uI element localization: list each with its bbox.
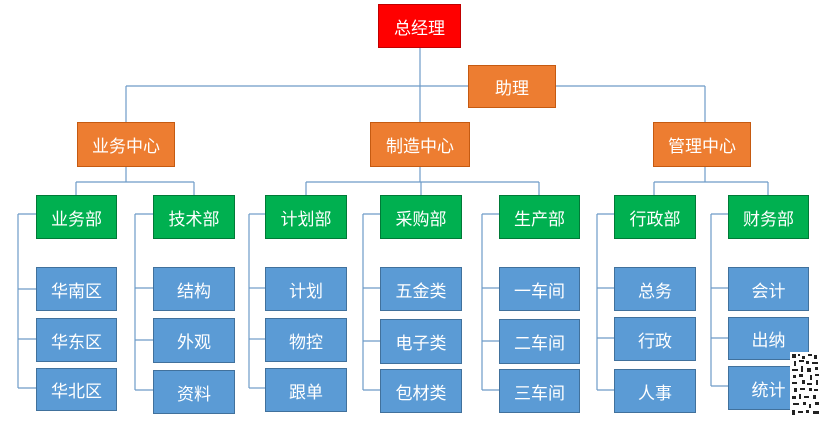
- item-box: 跟单: [265, 368, 347, 412]
- item-box: 总务: [614, 267, 696, 311]
- item-box: 华东区: [36, 318, 117, 362]
- item-box: 物控: [265, 318, 347, 362]
- dept-admin-box: 行政部: [614, 195, 696, 239]
- item-box: 一车间: [499, 267, 580, 311]
- management-center-box: 管理中心: [653, 122, 751, 167]
- general-manager-box: 总经理: [378, 4, 461, 48]
- dept-tech-box: 技术部: [153, 195, 235, 239]
- dept-purchasing-box: 采购部: [380, 195, 462, 239]
- dept-planning-box: 计划部: [265, 195, 347, 239]
- item-box: 人事: [614, 369, 696, 413]
- dept-sales-box: 业务部: [36, 195, 117, 239]
- item-box: 华北区: [36, 368, 117, 411]
- item-box: 计划: [265, 267, 347, 311]
- dept-production-box: 生产部: [499, 195, 580, 239]
- dept-finance-box: 财务部: [728, 195, 809, 239]
- manufacturing-center-box: 制造中心: [370, 122, 470, 167]
- item-box: 行政: [614, 317, 696, 361]
- item-box: 外观: [153, 318, 235, 363]
- item-box: 会计: [728, 267, 809, 311]
- item-box: 结构: [153, 267, 235, 311]
- assistant-box: 助理: [468, 65, 556, 108]
- qr-code-icon: [790, 352, 822, 418]
- business-center-box: 业务中心: [77, 122, 175, 167]
- item-box: 五金类: [380, 267, 462, 311]
- item-box: 资料: [153, 370, 235, 414]
- item-box: 二车间: [499, 319, 580, 364]
- item-box: 出纳: [728, 317, 809, 360]
- item-box: 三车间: [499, 369, 580, 413]
- item-box: 华南区: [36, 267, 117, 311]
- item-box: 电子类: [380, 319, 462, 364]
- item-box: 包材类: [380, 369, 462, 413]
